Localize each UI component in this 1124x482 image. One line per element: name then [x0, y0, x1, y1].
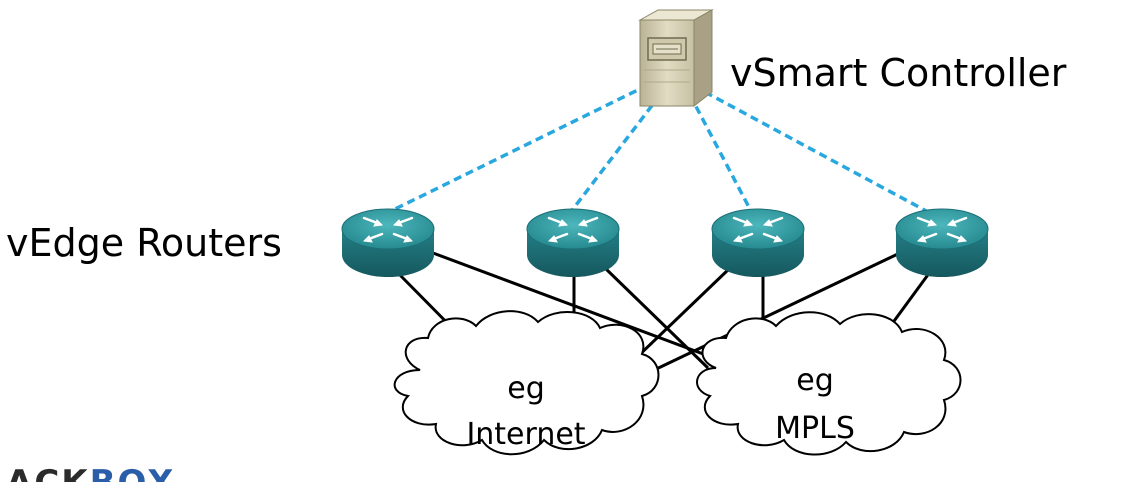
logo-text-left: ACK — [6, 463, 90, 482]
control-links — [386, 83, 931, 215]
brand-logo: ACKBOX — [6, 463, 175, 482]
router-icon — [711, 208, 805, 277]
control-link-4 — [704, 90, 931, 215]
controller-label: vSmart Controller — [730, 51, 1067, 95]
logo-text: ACKBOX — [6, 463, 175, 482]
data-link-r3-internet — [632, 266, 732, 362]
cloud-mpls-label-line2: MPLS — [775, 411, 855, 446]
cloud-internet-outline — [393, 310, 660, 456]
router-icon — [341, 208, 435, 277]
data-link-r4-internet — [649, 250, 903, 374]
control-link-3 — [688, 94, 754, 214]
logo-text-right: BOX — [90, 463, 176, 482]
router-icon — [895, 208, 989, 277]
router-icon — [526, 208, 620, 277]
server-icon — [638, 9, 714, 108]
cloud-mpls-label-line1: eg — [796, 363, 834, 398]
control-link-2 — [568, 93, 662, 215]
data-link-r1-mpls — [424, 248, 731, 366]
cloud-mpls-outline — [696, 311, 962, 456]
cloud-internet-label-line2: Internet — [466, 417, 585, 452]
control-link-1 — [386, 83, 649, 215]
cloud-internet-label-line1: eg — [507, 371, 545, 406]
routers-label: vEdge Routers — [6, 221, 282, 265]
cloud-icon — [393, 310, 962, 456]
